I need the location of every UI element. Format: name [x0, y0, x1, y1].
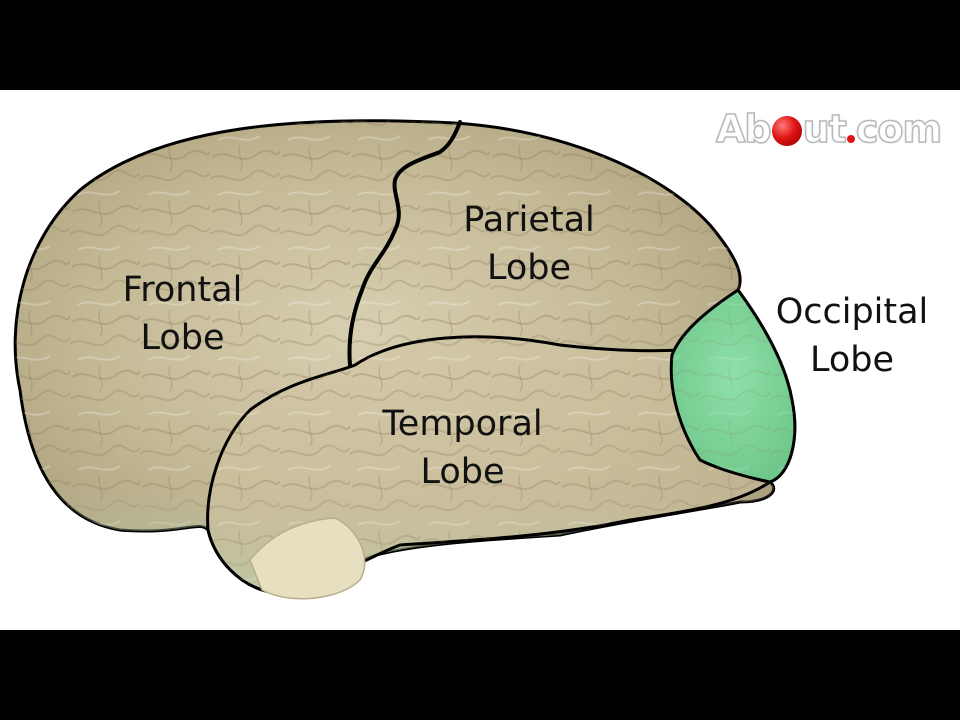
frontal-lobe-label: Frontal Lobe — [100, 266, 265, 362]
lobe-boundaries — [347, 120, 462, 367]
parietal-lobe-label-line2: Lobe — [486, 248, 572, 288]
parietal-lobe-label-line1: Parietal — [463, 200, 595, 240]
occipital-lobe-label-line1: Occipital — [775, 292, 929, 332]
brain-diagram — [13, 119, 797, 600]
occipital-lobe-label: Occipital Lobe — [756, 288, 948, 384]
diagram-stage: Frontal Lobe Parietal Lobe Temporal Lobe… — [0, 90, 960, 630]
occipital-lobe-region — [669, 287, 797, 484]
occipital-lobe-label-line2: Lobe — [809, 340, 895, 380]
temporal-lobe-label-line2: Lobe — [420, 452, 505, 492]
temporal-lobe-label-line1: Temporal — [382, 404, 543, 444]
frontal-lobe-label-line1: Frontal — [122, 270, 243, 310]
red-dot-icon — [846, 135, 855, 143]
letterbox-top — [0, 0, 960, 90]
logo-text-end: com — [855, 106, 943, 152]
parietal-lobe-label: Parietal Lobe — [440, 196, 618, 292]
logo-text-middle: ut — [802, 106, 848, 152]
temporal-lobe-region — [206, 335, 773, 600]
logo-text-start: Ab — [715, 106, 772, 152]
letterbox-bottom — [0, 630, 960, 720]
frontal-lobe-label-line2: Lobe — [140, 318, 225, 358]
red-ball-icon — [771, 116, 802, 146]
temporal-lobe-label: Temporal Lobe — [360, 400, 565, 496]
